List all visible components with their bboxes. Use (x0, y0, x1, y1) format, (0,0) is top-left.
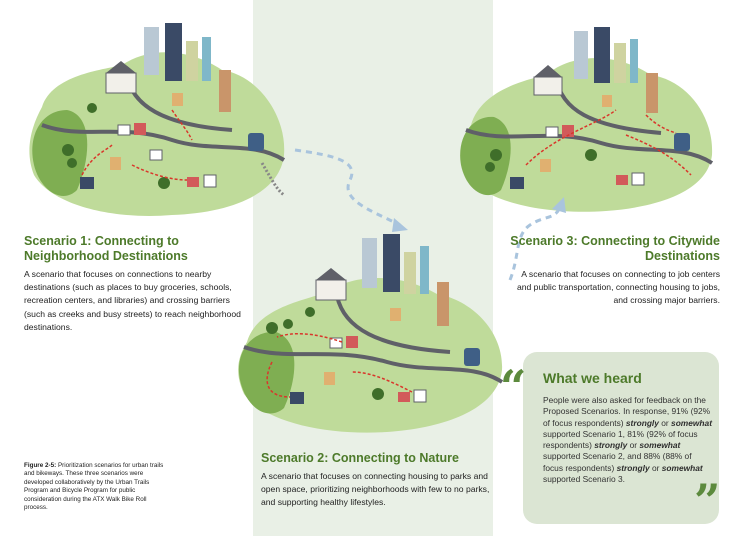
what-we-heard-title: What we heard (543, 370, 642, 386)
heard-scenario3: supported Scenario 3. (543, 474, 625, 485)
heard-em-strongly: strongly (594, 440, 628, 451)
grocery-bag-icon (110, 157, 121, 170)
train-icon (248, 133, 264, 151)
heard-em-strongly: strongly (625, 417, 659, 428)
scenario3-title: Scenario 3: Connecting to Citywide Desti… (510, 234, 720, 263)
tree-icon (485, 149, 597, 172)
heard-scenario2: supported Scenario 2, and 88% (88% of fo… (543, 451, 692, 473)
creek (243, 345, 504, 384)
rail (260, 162, 285, 197)
what-we-heard-box (523, 352, 719, 524)
heard-em-strongly: strongly (616, 462, 650, 473)
scenario2-title: Scenario 2: Connecting to Nature (261, 451, 459, 465)
what-we-heard-body: People were also asked for feedback on t… (543, 395, 713, 485)
grocery-bag-icon (172, 93, 183, 106)
heard-intro: People were also asked for feedback on t… (543, 395, 711, 428)
school-icon (105, 61, 137, 94)
figure-caption: Figure 2-5: Prioritization scenarios for… (24, 462, 166, 512)
tree-icon (266, 307, 384, 400)
heard-em-somewhat: somewhat (671, 417, 712, 428)
skyline-icon (362, 234, 449, 326)
scenario1-illustration (22, 15, 290, 227)
skyline-icon (574, 27, 658, 113)
scenario3-illustration (456, 15, 718, 227)
connector-arrow-1-to-2 (294, 148, 408, 232)
house-icon (290, 336, 427, 404)
route-line (525, 109, 692, 176)
route-line (81, 109, 193, 181)
grocery-bag-icon (324, 372, 335, 385)
grocery-bag-icon (540, 159, 551, 172)
scenario2-description: A scenario that focuses on connecting ho… (261, 471, 490, 508)
connector-arrow-2-to-3 (508, 197, 566, 281)
road (335, 295, 451, 354)
heard-or: or (629, 440, 638, 451)
route-line (266, 332, 413, 398)
scenario2-illustration (232, 232, 522, 442)
house-icon (510, 125, 645, 189)
creek (465, 128, 714, 165)
train-icon (674, 133, 690, 151)
scenario3-description: A scenario that focuses on connecting to… (516, 269, 720, 306)
school-icon (315, 268, 347, 301)
tree-icon (62, 103, 170, 189)
figure-label: Figure 2-5: (24, 462, 57, 469)
train-icon (464, 348, 480, 366)
school-icon (533, 65, 563, 96)
quote-open-icon: “ (500, 360, 527, 414)
figure-caption-text: Prioritization scenarios for urban trail… (24, 462, 164, 512)
heard-scenario1: supported Scenario 1, 81% (92% of focus … (543, 428, 698, 451)
house-icon (80, 123, 217, 189)
scenario1-description: A scenario that focuses on connections t… (24, 269, 241, 332)
heard-em-somewhat: somewhat (661, 462, 703, 473)
heard-em-somewhat: somewhat (639, 440, 681, 451)
heard-or: or (661, 417, 669, 428)
grocery-bag-icon (390, 308, 401, 321)
grocery-bag-icon (602, 95, 612, 107)
heard-or: or (651, 462, 660, 473)
quote-close-icon: ” (694, 474, 721, 528)
map-land (238, 277, 503, 433)
skyline-icon (144, 23, 231, 112)
scenario1-title: Scenario 1: Connecting to Neighborhood D… (24, 234, 188, 263)
